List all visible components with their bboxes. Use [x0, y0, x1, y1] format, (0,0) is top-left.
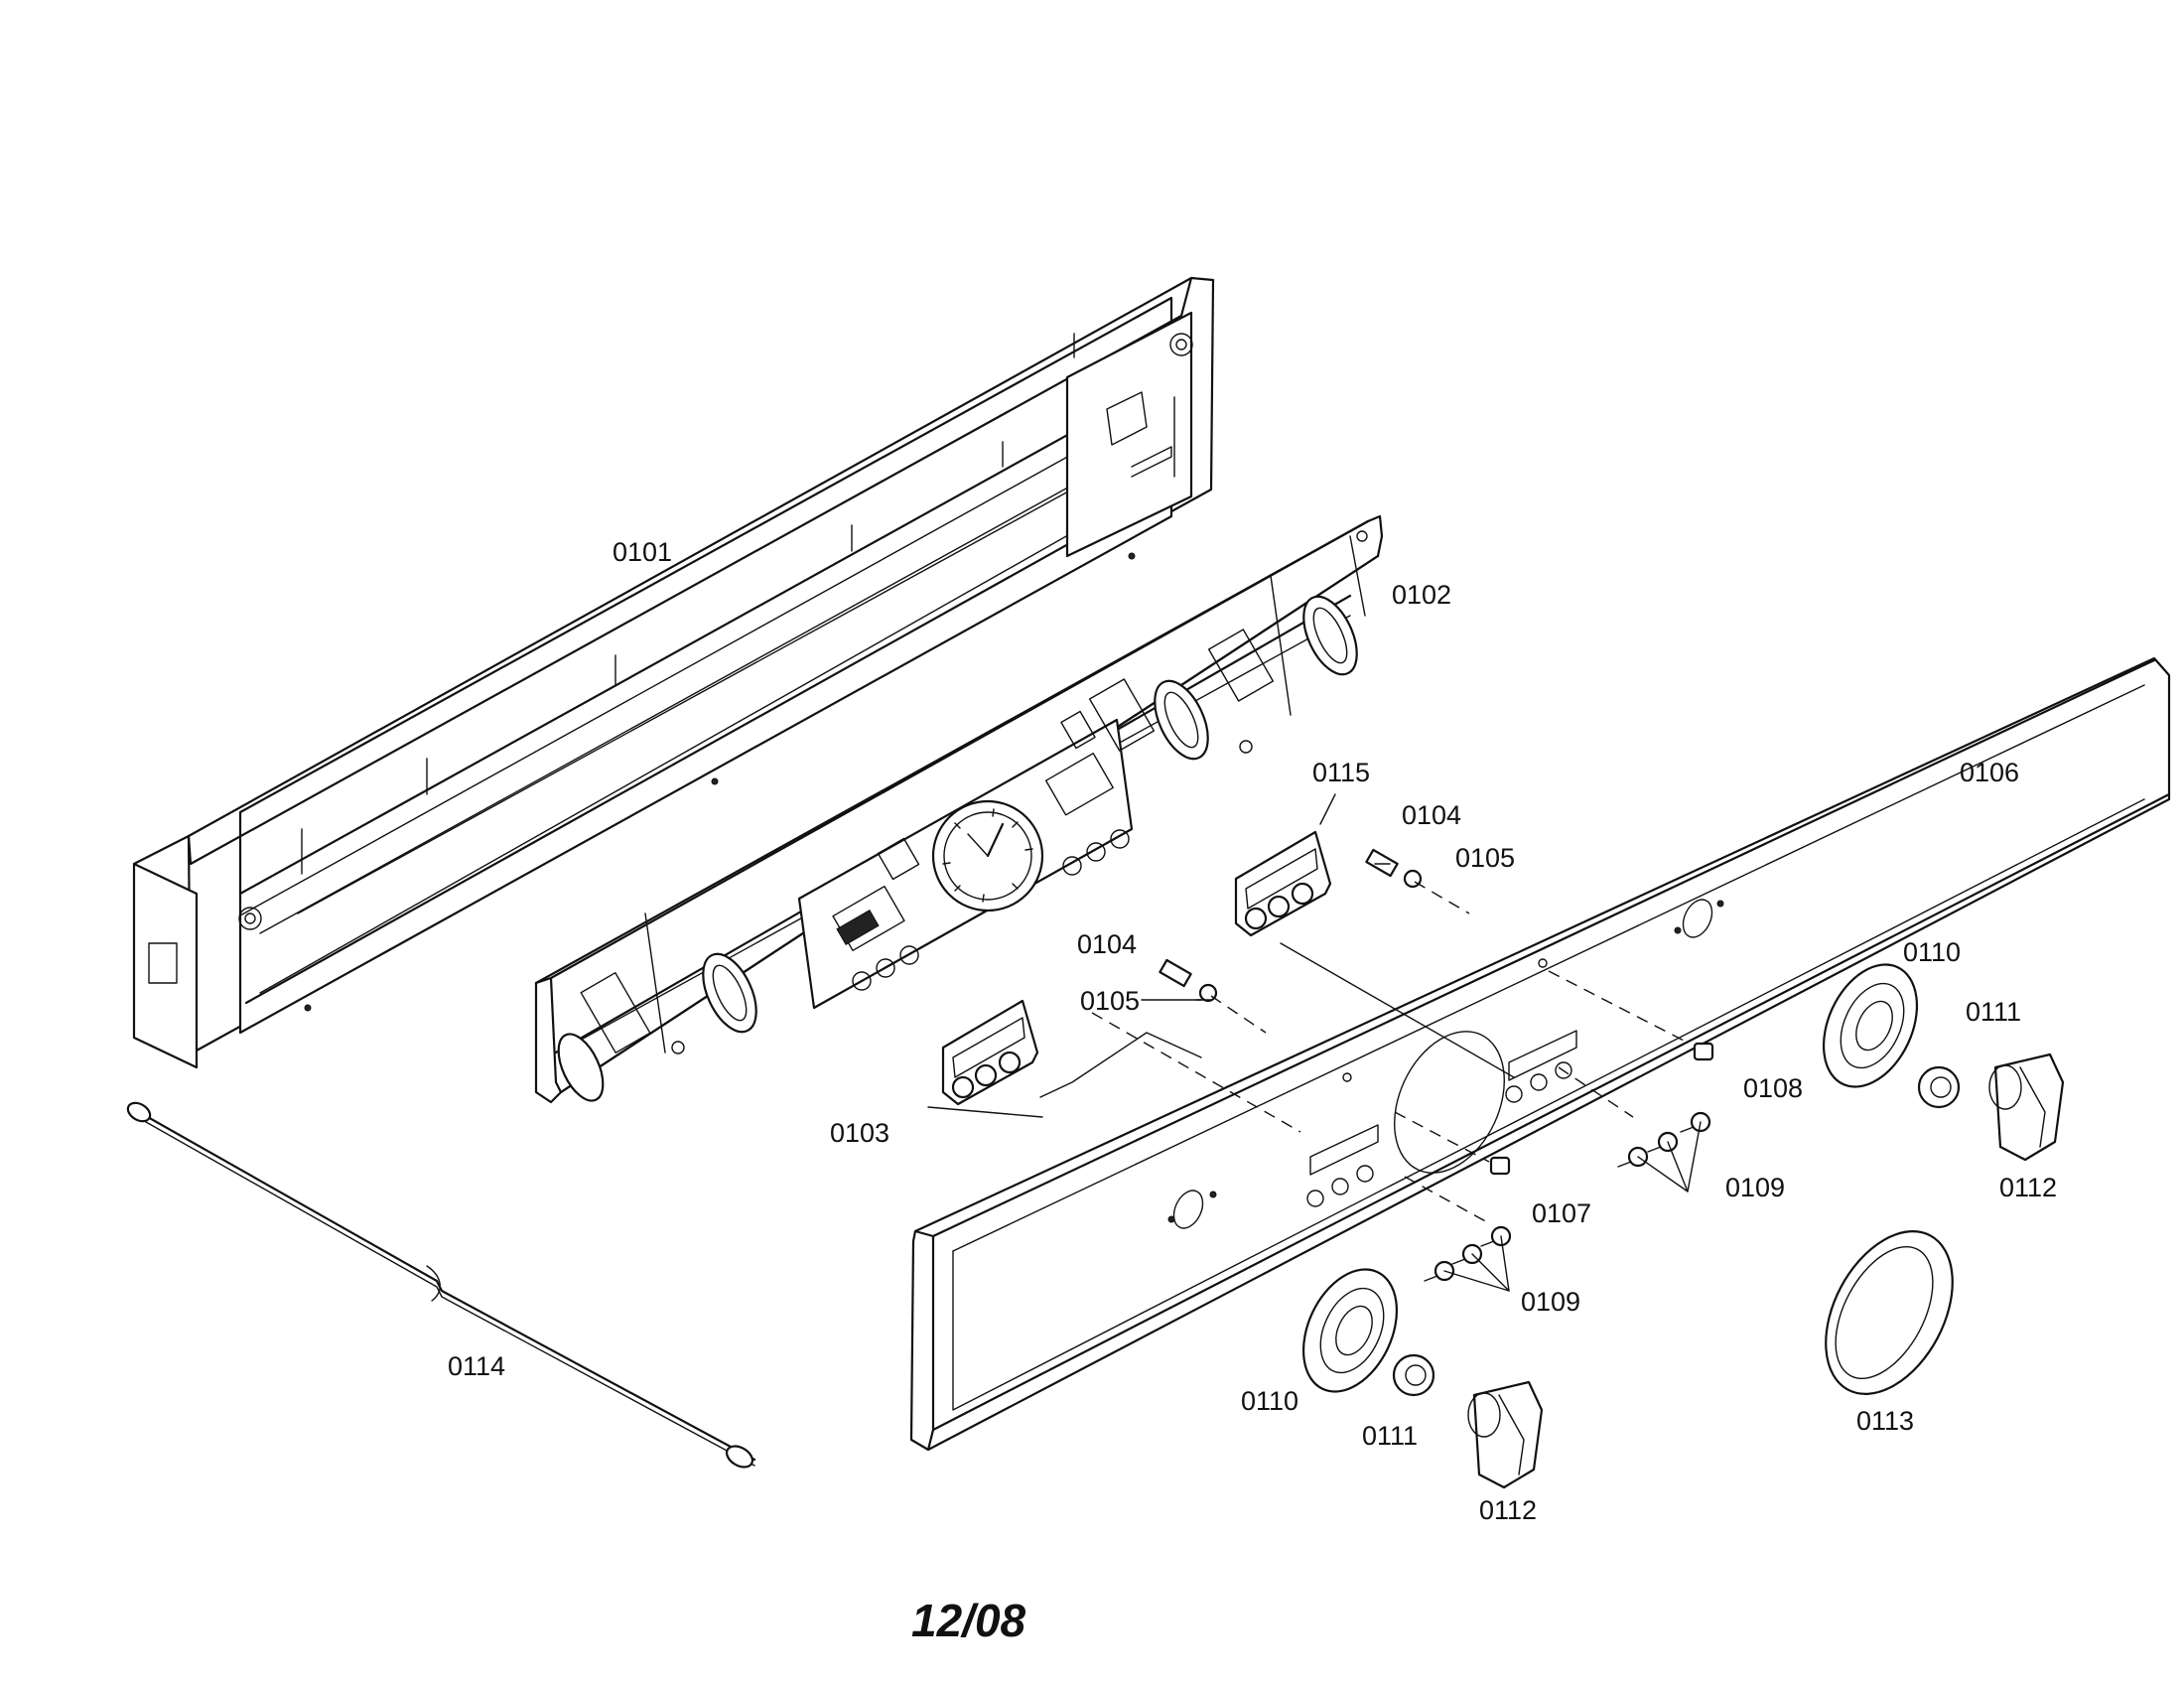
part-0111-knob-adapter[interactable] [1392, 1065, 1961, 1397]
label-0103: 0103 [830, 1118, 889, 1148]
part-0113-bezel-ring[interactable] [1800, 1209, 1979, 1415]
part-0101-back-frame[interactable] [132, 276, 1215, 1069]
label-0106: 0106 [1960, 758, 2019, 787]
part-0115-button-overlay[interactable] [1234, 830, 1332, 937]
label-0102: 0102 [1392, 580, 1451, 610]
part-0114-ground-wire[interactable] [125, 1099, 756, 1472]
label-0112-left: 0112 [1479, 1495, 1537, 1525]
part-0104-light-pipe[interactable] [1159, 848, 1399, 988]
label-0107: 0107 [1532, 1198, 1591, 1228]
label-0109-left: 0109 [1521, 1287, 1580, 1317]
label-0115: 0115 [1312, 758, 1370, 787]
label-0114: 0114 [448, 1351, 505, 1381]
label-0112-right: 0112 [1999, 1173, 2057, 1202]
label-0110-left: 0110 [1241, 1386, 1298, 1416]
part-0112-knob[interactable] [1467, 1052, 2065, 1489]
part-0102-control-housing[interactable] [534, 514, 1384, 1107]
label-0113: 0113 [1856, 1406, 1914, 1436]
label-0108: 0108 [1743, 1073, 1803, 1103]
part-labels: 0101 0102 0103 0104 0104 0105 0105 0106 … [448, 537, 2057, 1646]
part-0106-front-panel[interactable] [909, 656, 2171, 1452]
label-0111-left: 0111 [1362, 1421, 1418, 1451]
label-0109-right: 0109 [1725, 1173, 1785, 1202]
label-0104-upper: 0104 [1402, 800, 1461, 830]
part-0103-button-overlay[interactable] [941, 999, 1039, 1106]
part-0110-knob-bezel[interactable] [1285, 949, 1935, 1406]
label-0105-lower: 0105 [1080, 986, 1140, 1016]
label-0110-right: 0110 [1903, 937, 1961, 967]
label-0104-lower: 0104 [1077, 929, 1137, 959]
part-0107-pin[interactable] [1489, 1156, 1511, 1176]
date-code: 12/08 [911, 1595, 1026, 1646]
leader-lines [927, 793, 1702, 1292]
label-0101: 0101 [613, 537, 672, 567]
label-0105-upper: 0105 [1455, 843, 1515, 873]
label-0111-right: 0111 [1966, 997, 2021, 1027]
part-0108-pin[interactable] [1693, 1042, 1714, 1061]
